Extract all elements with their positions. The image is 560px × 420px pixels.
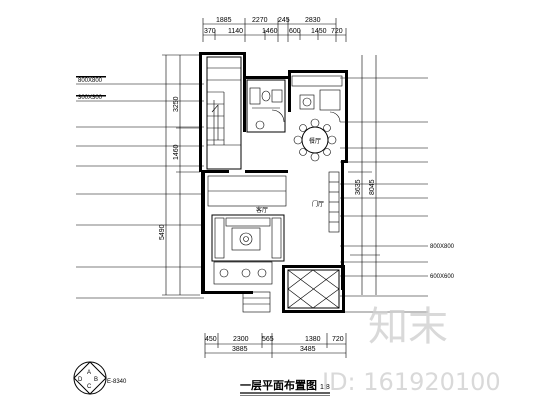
dim-bottom-2-0: 3885 [232, 346, 248, 353]
dim-top-2-0: 370 [204, 28, 216, 35]
hall-room-label: 门厅 [312, 200, 324, 208]
dim-left-1: 1460 [173, 144, 180, 160]
left-label-0: 800X800 [78, 78, 103, 84]
bathroom [246, 79, 286, 133]
top-dimensions: 1885 2270 245 2830 370 1140 1460 600 145… [202, 17, 347, 42]
compass-letter-a: A [87, 370, 91, 376]
dim-top-2-4: 1450 [311, 28, 327, 35]
kitchen [291, 75, 343, 123]
dim-right-inner: 3635 [355, 179, 362, 195]
dim-bottom-1-2: 565 [262, 336, 274, 343]
dim-left-0: 3250 [173, 96, 180, 112]
drawing-scale: 1:8 [320, 384, 330, 391]
dim-top-1-2: 245 [278, 17, 290, 24]
dim-bottom-1-0: 450 [205, 336, 217, 343]
watermark-logo: 知末 [368, 304, 448, 350]
watermark-id: ID: 161920100 [322, 368, 501, 396]
dim-top-2-1: 1140 [228, 28, 243, 35]
dining-table: 餐厅 [293, 118, 337, 162]
dim-bottom-2-1: 3485 [300, 346, 316, 353]
dim-top-1-0: 1885 [216, 17, 232, 24]
entrance-tiles [287, 269, 340, 309]
dim-bottom-1-1: 2300 [233, 336, 249, 343]
dim-bottom-1-3: 1380 [305, 336, 321, 343]
right-dimensions: 3635 8045 [348, 55, 380, 295]
dim-right-outer: 8045 [369, 179, 376, 195]
watermark: 知末 ID: 161920100 [322, 304, 501, 396]
compass-letter-d: D [78, 377, 83, 383]
drawing-title-block: 一层平面布置图 1:8 [240, 378, 330, 396]
orientation-symbol: A B C D E-8340 [73, 361, 127, 395]
bottom-dimensions: 450 2300 565 1380 720 3885 3485 [204, 333, 347, 358]
dim-top-1-1: 2270 [252, 17, 268, 24]
dim-left-2: 5490 [159, 224, 166, 240]
dim-top-2-3: 600 [289, 28, 301, 35]
living-room: 客厅 [207, 175, 287, 285]
entry-steps [242, 291, 271, 313]
compass-letter-b: B [94, 377, 98, 383]
dim-bottom-1-4: 720 [332, 336, 344, 343]
dining-room-label: 餐厅 [309, 137, 321, 145]
right-annotations: 800X800 600X600 [340, 77, 455, 313]
staircase [206, 56, 242, 170]
right-label-9: 600X600 [430, 274, 455, 280]
dim-top-2-5: 720 [331, 28, 343, 35]
drawing-code: E-8340 [107, 379, 127, 385]
living-room-label: 客厅 [256, 206, 268, 214]
right-label-7: 800X800 [430, 244, 455, 250]
left-label-1: 300X300 [78, 95, 103, 101]
dim-top-2-2: 1460 [262, 28, 278, 35]
compass-letter-c: C [87, 384, 92, 390]
dim-top-1-3: 2830 [305, 17, 321, 24]
drawing-title: 一层平面布置图 [240, 378, 317, 392]
left-annotations: 800X800 300X300 [76, 76, 204, 299]
building-walls [199, 52, 348, 313]
left-dimensions: 3250 1460 5490 [159, 54, 200, 296]
